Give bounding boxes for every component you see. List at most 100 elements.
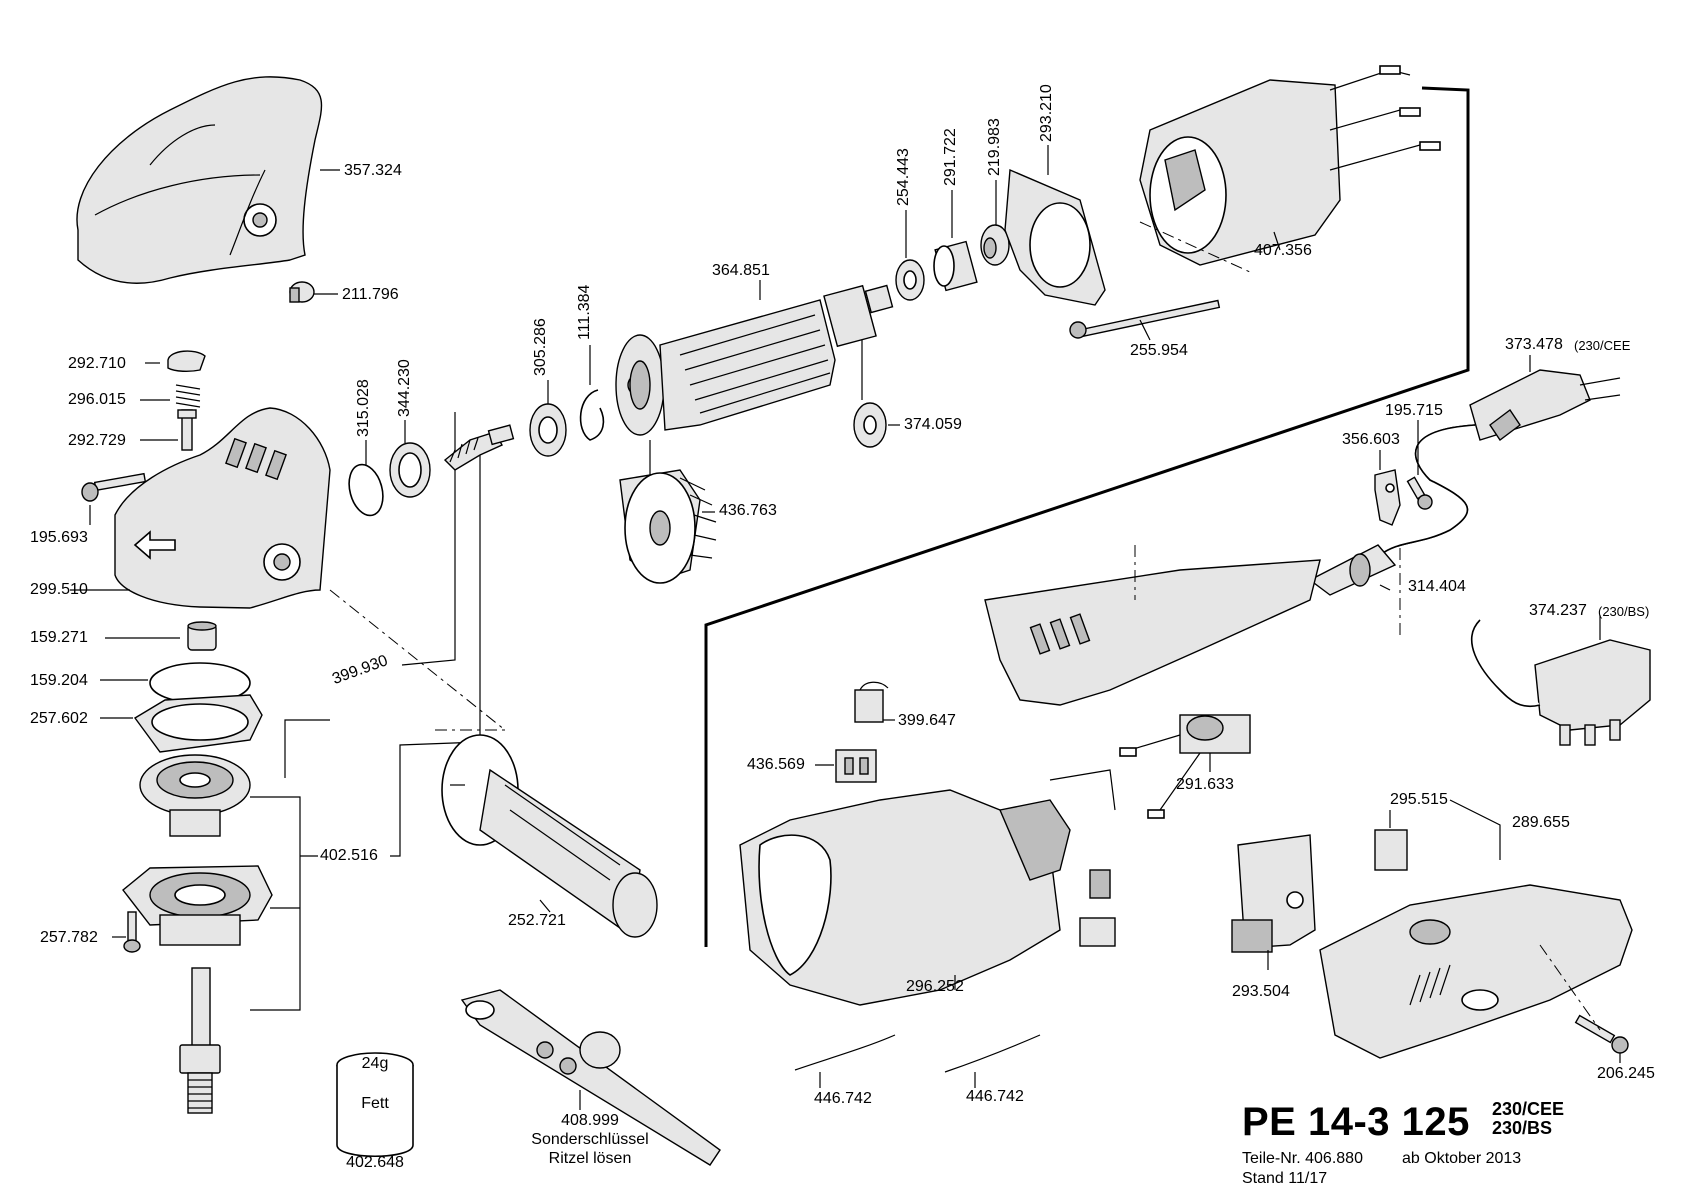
label-446742-a: 446.742	[814, 1090, 872, 1107]
section-frame-line	[704, 86, 1470, 947]
part-295515-module	[1374, 829, 1408, 871]
part-344230-seal	[389, 442, 431, 498]
model-title: PE 14-3 125	[1242, 1100, 1470, 1144]
label-436569: 436.569	[747, 756, 805, 773]
label-206245: 206.245	[1597, 1065, 1655, 1082]
label-436763: 436.763	[719, 502, 777, 519]
part-195715-screw	[1406, 476, 1433, 510]
label-373478: 373.478	[1505, 336, 1563, 353]
part-293210-baffle	[1004, 168, 1106, 306]
grease-amount: 24g	[361, 1055, 389, 1072]
part-446742-strip-a	[794, 1034, 896, 1071]
label-255954: 255.954	[1130, 342, 1188, 359]
part-315028-ring	[348, 463, 384, 517]
part-373478-euro-plug	[1469, 369, 1621, 442]
part-291722-sleeve	[933, 240, 978, 292]
label-291633: 291.633	[1176, 776, 1234, 793]
part-296015-spring	[175, 384, 201, 408]
label-257602: 257.602	[30, 710, 88, 727]
part-408999-special-key	[460, 989, 721, 1166]
part-small-component-a	[1089, 869, 1111, 899]
part-305286-bearing	[529, 403, 567, 457]
label-374237-note: (230/BS)	[1598, 604, 1650, 619]
label-254443: 254.443	[895, 148, 912, 206]
label-364851: 364.851	[712, 262, 770, 279]
label-292710: 292.710	[68, 355, 126, 372]
part-374237-bs-plug	[1470, 619, 1651, 746]
part-bevel-gear	[139, 754, 251, 837]
part-436569-brush-holder	[835, 749, 877, 783]
label-293210: 293.210	[1038, 84, 1055, 142]
label-257782: 257.782	[40, 929, 98, 946]
label-111384: 111.384	[576, 284, 593, 340]
label-299510: 299.510	[30, 581, 88, 598]
part-206245-screw	[1574, 1014, 1629, 1054]
label-407356: 407.356	[1254, 242, 1312, 259]
part-289655-handle-cover	[1319, 884, 1633, 1059]
part-357324-cover	[76, 76, 323, 284]
part-407356-stator	[1139, 65, 1441, 266]
part-446742-strip-b	[944, 1034, 1041, 1073]
part-364851-armature	[615, 284, 894, 436]
part-195693-screw	[81, 472, 147, 502]
label-195715: 195.715	[1385, 402, 1443, 419]
label-159204: 159.204	[30, 672, 88, 689]
part-257602-gasket	[133, 694, 263, 753]
part-257782-screw	[123, 911, 141, 953]
label-373478-note: (230/CEE	[1574, 338, 1631, 353]
label-399647: 399.647	[898, 712, 956, 729]
part-spindle	[179, 967, 221, 1114]
label-252721: 252.721	[508, 912, 566, 929]
part-399647-carbon-brush	[854, 681, 889, 723]
part-299510-gear-housing	[114, 407, 331, 609]
part-356603-cable-clamp	[1374, 469, 1401, 526]
part-bearing-flange	[122, 865, 273, 946]
label-408999-line1: Sonderschlüssel	[531, 1131, 649, 1148]
label-291722: 291.722	[942, 128, 959, 186]
label-344230: 344.230	[396, 359, 413, 417]
part-314404-cable-sleeve	[1308, 544, 1397, 596]
label-374059: 374.059	[904, 416, 962, 433]
part-pinion	[443, 424, 515, 471]
label-295515: 295.515	[1390, 791, 1448, 808]
variant-cee: 230/CEE	[1492, 1099, 1565, 1119]
part-293504-switch	[1231, 834, 1316, 953]
status-date: Stand 11/17	[1242, 1170, 1328, 1187]
part-402648-grease-tube	[336, 1052, 414, 1157]
label-408999-line2: Ritzel lösen	[548, 1150, 632, 1167]
part-292729-pin	[177, 409, 197, 451]
part-296252-motor-housing	[739, 769, 1116, 1006]
part-291633-suppressor	[1119, 714, 1251, 819]
part-255954-screw	[1069, 299, 1221, 339]
label-356603: 356.603	[1342, 431, 1400, 448]
part-handle-shell	[984, 559, 1321, 706]
grease-label: Fett	[361, 1095, 389, 1112]
part-small-component-b	[1079, 917, 1116, 947]
part-436763-fan	[619, 469, 717, 584]
label-211796: 211.796	[342, 286, 399, 303]
variant-bs: 230/BS	[1492, 1118, 1553, 1138]
label-402516: 402.516	[320, 847, 378, 864]
label-159271: 159.271	[30, 629, 88, 646]
label-292729: 292.729	[68, 432, 126, 449]
part-374059-washer	[853, 402, 887, 448]
part-159271-bushing	[187, 621, 217, 651]
label-402648: 402.648	[346, 1154, 404, 1171]
label-289655: 289.655	[1512, 814, 1570, 831]
part-219983-bushing	[980, 224, 1010, 266]
label-315028: 315.028	[355, 379, 372, 437]
label-357324: 357.324	[344, 162, 402, 179]
label-446742-b: 446.742	[966, 1088, 1024, 1105]
label-374237: 374.237	[1529, 602, 1587, 619]
part-292710-cap	[167, 350, 206, 373]
part-254443-bearing	[895, 259, 925, 301]
valid-from: ab Oktober 2013	[1402, 1150, 1522, 1167]
label-296015: 296.015	[68, 391, 126, 408]
part-111384-circlip	[579, 389, 605, 441]
part-252721-side-handle	[441, 734, 658, 938]
label-195693: 195.693	[30, 529, 88, 546]
label-219983: 219.983	[986, 118, 1003, 176]
part-number: Teile-Nr. 406.880	[1242, 1150, 1363, 1167]
label-408999: 408.999	[561, 1112, 619, 1129]
